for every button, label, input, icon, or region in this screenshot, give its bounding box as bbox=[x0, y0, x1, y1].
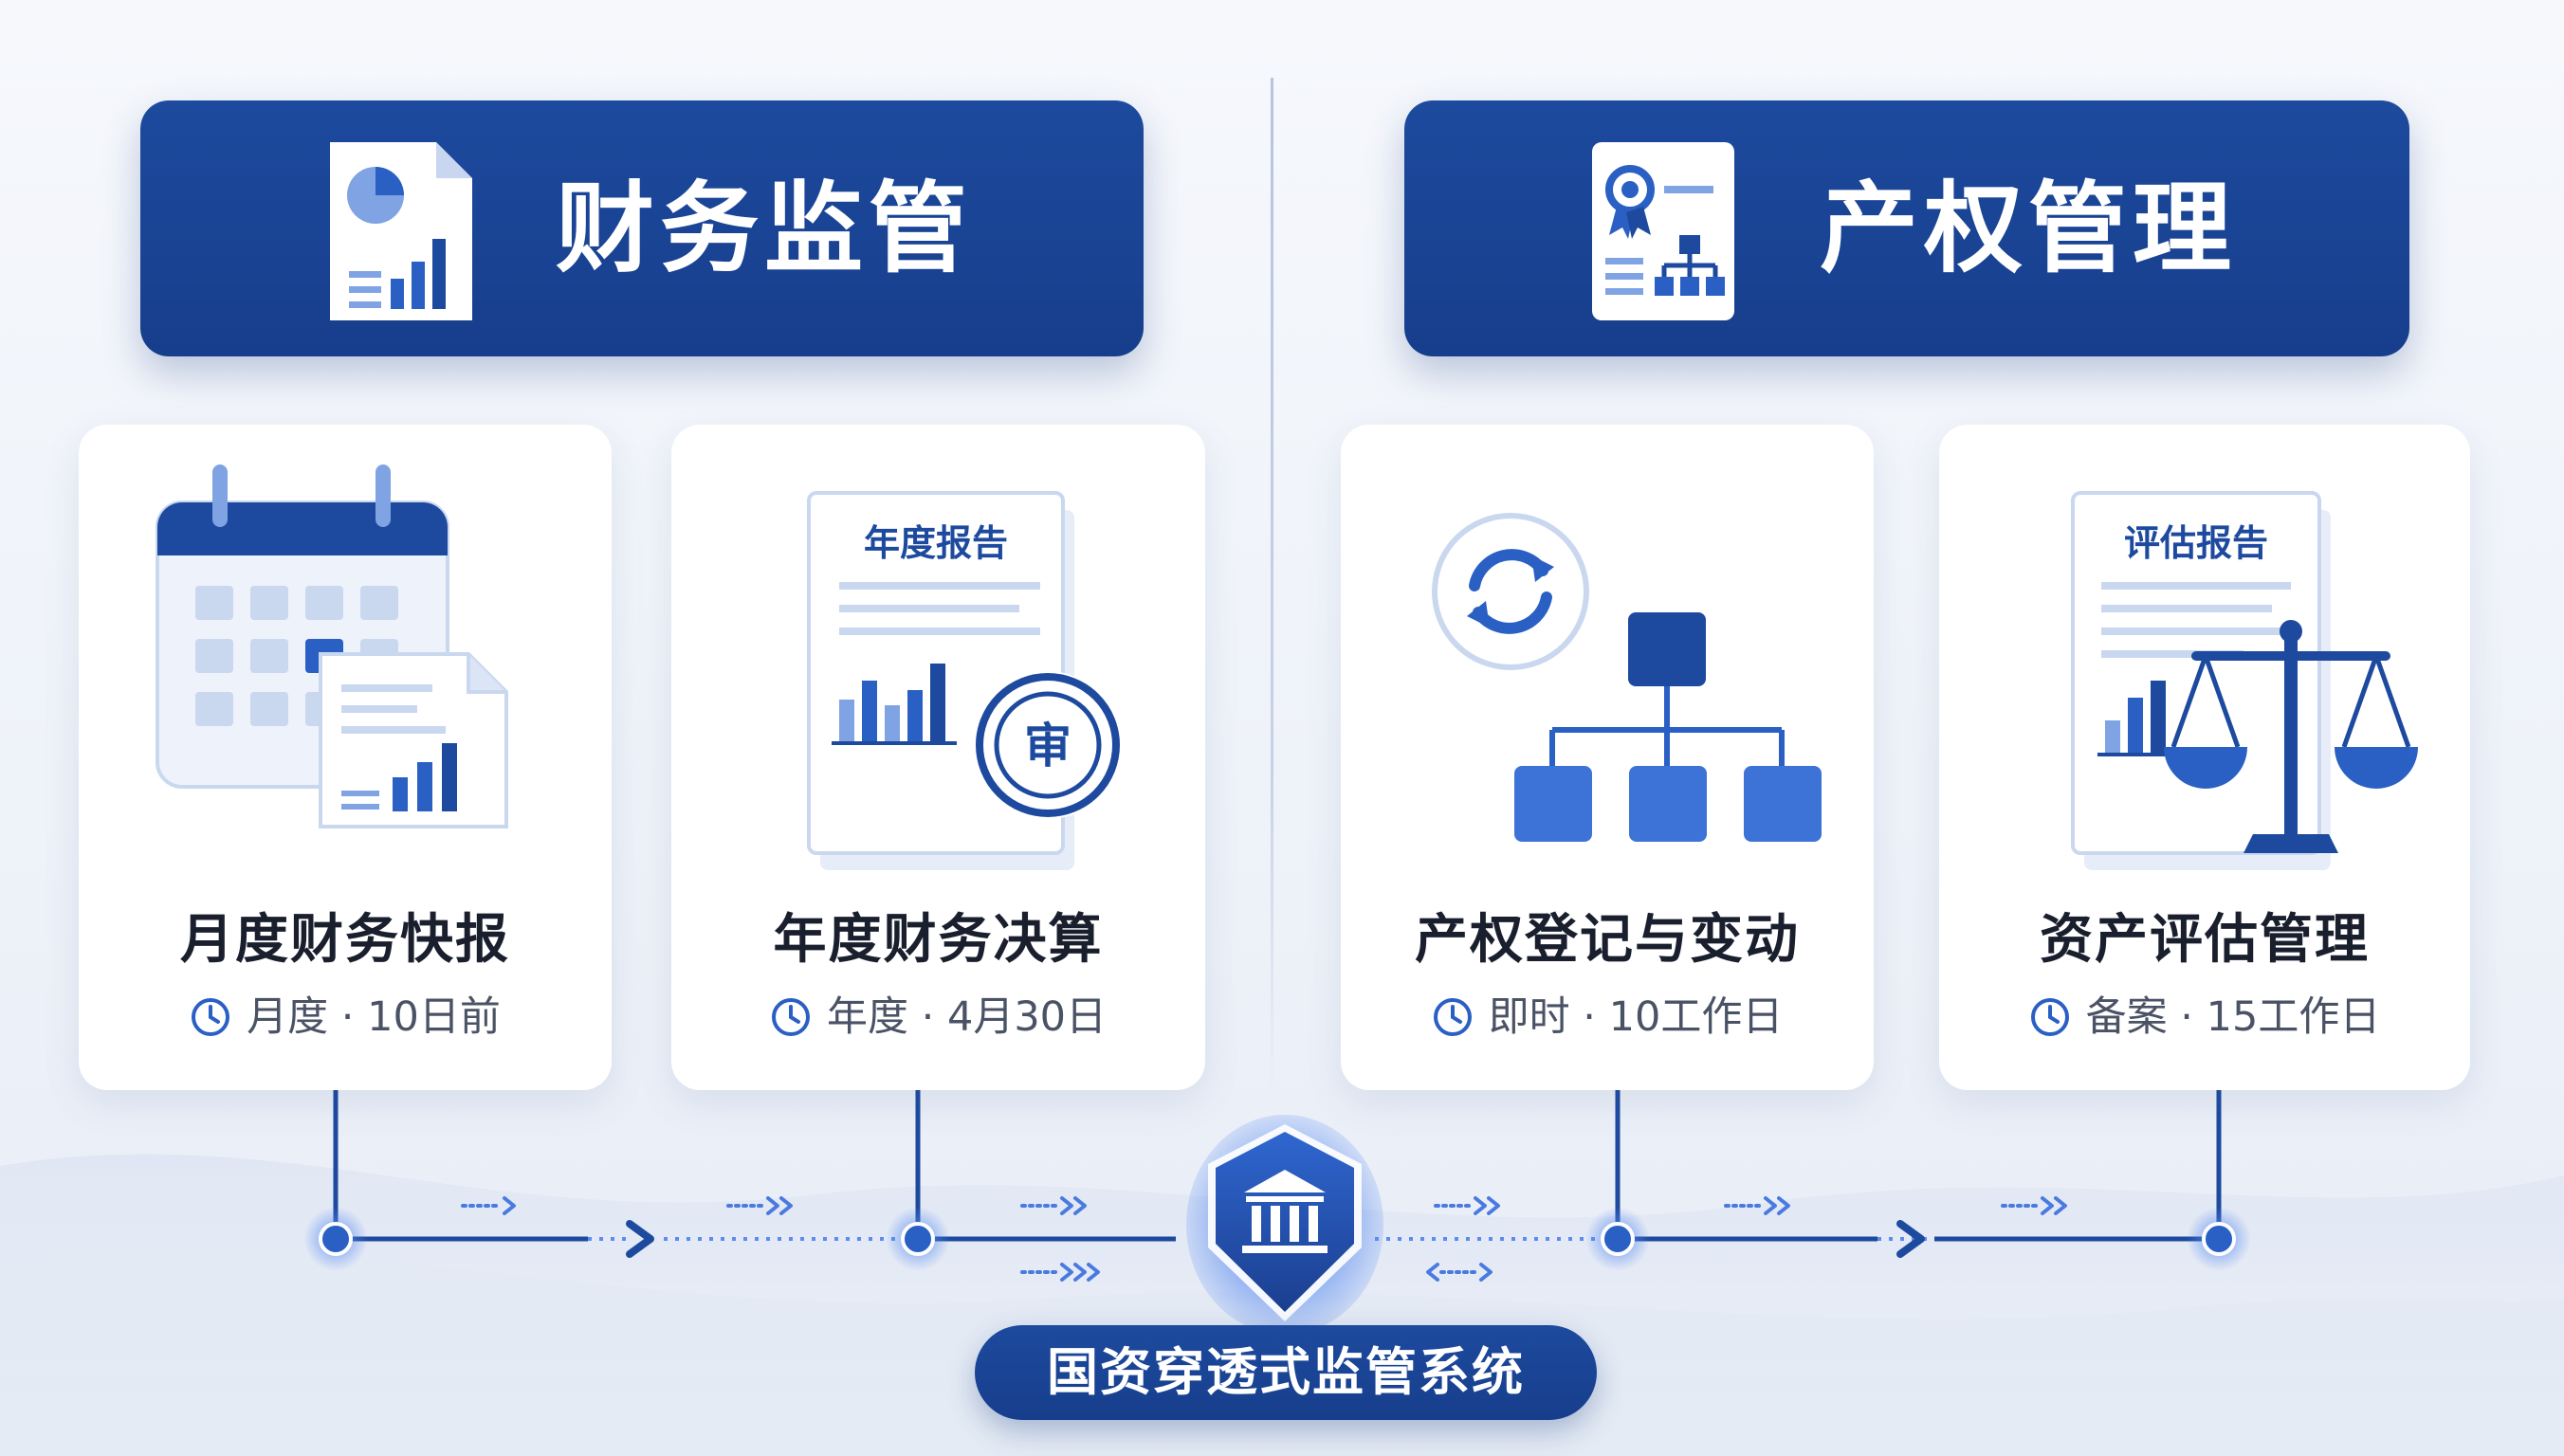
card-annual-financial-statement[interactable]: 年度报告 审 年度财务决算 年度 · 4月30日 bbox=[671, 425, 1205, 1090]
evaluation-report-scale-icon: 评估报告 bbox=[2071, 491, 2418, 870]
government-building-icon bbox=[1186, 1115, 1383, 1335]
card-meta-text: 即时 · 10工作日 bbox=[1488, 993, 1784, 1041]
clock-icon bbox=[192, 998, 230, 1036]
banner-financial-supervision: 财务监管 bbox=[140, 100, 1144, 356]
clock-icon bbox=[771, 998, 810, 1036]
doc-heading: 评估报告 bbox=[2124, 522, 2268, 564]
property-certificate-icon bbox=[1592, 142, 1734, 320]
banner-property-rights: 产权管理 bbox=[1404, 100, 2409, 356]
card-title: 月度财务快报 bbox=[180, 909, 510, 971]
banner-title: 财务监管 bbox=[556, 171, 974, 286]
card-meta-text: 年度 · 4月30日 bbox=[826, 993, 1108, 1041]
audit-stamp: 审 bbox=[1024, 719, 1071, 774]
org-structure-sync-icon bbox=[1432, 513, 1822, 842]
card-meta: 年度 · 4月30日 bbox=[671, 984, 1205, 1043]
calendar-report-icon bbox=[156, 464, 508, 828]
system-label: 国资穿透式监管系统 bbox=[975, 1325, 1597, 1420]
annual-report-audit-icon: 年度报告 审 bbox=[807, 491, 1122, 870]
card-title: 年度财务决算 bbox=[773, 909, 1104, 971]
section-divider bbox=[1271, 78, 1273, 1092]
card-meta: 即时 · 10工作日 bbox=[1341, 984, 1874, 1043]
card-title: 资产评估管理 bbox=[2040, 909, 2370, 971]
financial-report-icon bbox=[330, 142, 472, 320]
card-meta-text: 月度 · 10日前 bbox=[247, 993, 501, 1041]
doc-heading: 年度报告 bbox=[864, 522, 1008, 564]
card-property-registration[interactable]: 产权登记与变动 即时 · 10工作日 bbox=[1341, 425, 1874, 1090]
card-meta: 月度 · 10日前 bbox=[79, 984, 612, 1043]
card-meta: 备案 · 15工作日 bbox=[1939, 984, 2470, 1043]
card-title: 产权登记与变动 bbox=[1415, 909, 1800, 971]
clock-icon bbox=[2030, 998, 2069, 1036]
clock-icon bbox=[1433, 998, 1472, 1036]
card-asset-evaluation[interactable]: 评估报告 资产评估管理 备案 · 15工作日 bbox=[1939, 425, 2470, 1090]
banner-title: 产权管理 bbox=[1820, 171, 2238, 286]
card-monthly-financial-report[interactable]: 月度财务快报 月度 · 10日前 bbox=[79, 425, 612, 1090]
card-meta-text: 备案 · 15工作日 bbox=[2085, 993, 2381, 1041]
